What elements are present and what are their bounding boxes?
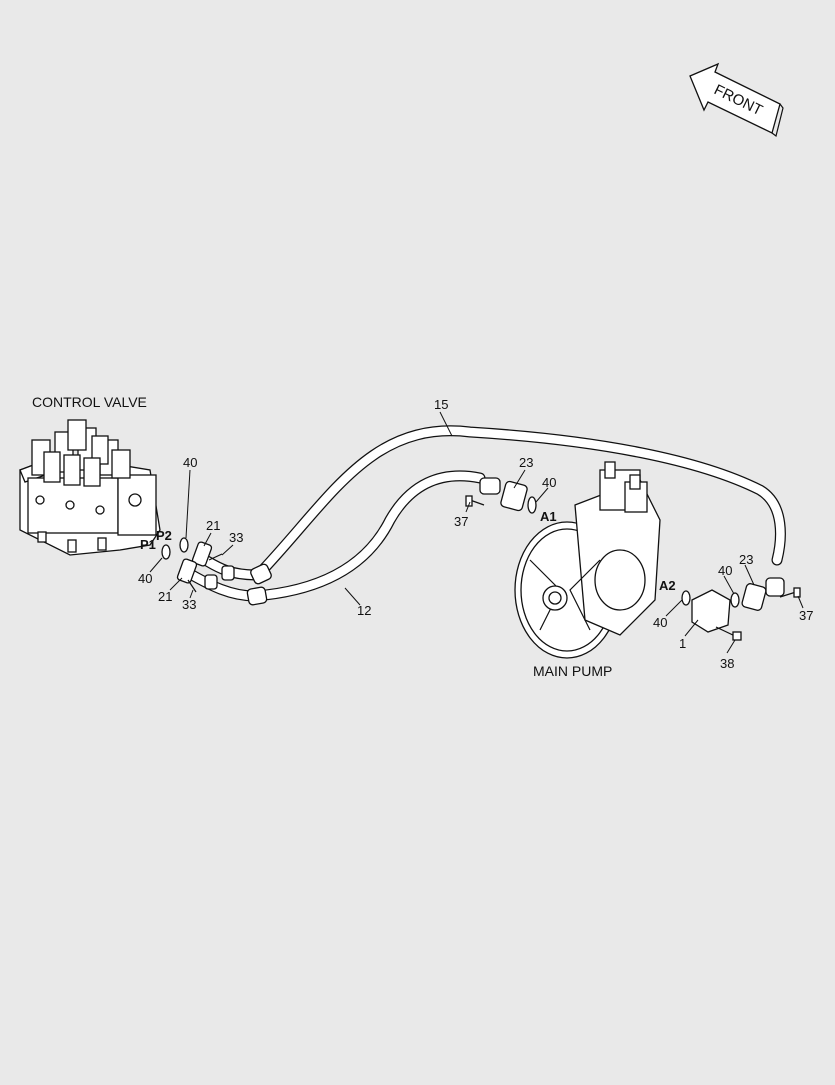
port-a2-label: A2 — [659, 578, 676, 593]
callout-40-a2: 40 — [718, 563, 732, 578]
callout-33-p2: 33 — [229, 530, 243, 545]
valve-side-tubes — [186, 551, 272, 606]
port-p1-label: P1 — [140, 537, 156, 552]
callout-12: 12 — [357, 603, 371, 618]
callout-38: 38 — [720, 656, 734, 671]
a1-fittings — [465, 477, 537, 514]
callout-23-a1: 23 — [519, 455, 533, 470]
callout-40-p2: 40 — [183, 455, 197, 470]
main-pump-label: MAIN PUMP — [533, 663, 612, 679]
callout-40-p1: 40 — [138, 571, 152, 586]
callout-40-a1: 40 — [542, 475, 556, 490]
callout-15: 15 — [434, 397, 448, 412]
callout-21-p1: 21 — [158, 589, 172, 604]
callout-37-a2: 37 — [799, 608, 813, 623]
front-direction-arrow: FRONT — [689, 62, 784, 138]
callout-23-a2: 23 — [739, 552, 753, 567]
callout-37-a1: 37 — [454, 514, 468, 529]
callout-1: 1 — [679, 636, 686, 651]
hose-12 — [249, 470, 486, 602]
a2-fittings — [681, 577, 801, 641]
port-a1-label: A1 — [540, 509, 557, 524]
leader-lines — [149, 411, 804, 654]
hose-15 — [252, 425, 786, 581]
control-valve-drawing — [19, 419, 161, 556]
control-valve-label: CONTROL VALVE — [32, 394, 147, 410]
callout-40-a2-block: 40 — [653, 615, 667, 630]
callout-21-p2: 21 — [206, 518, 220, 533]
p-port-fittings — [161, 537, 223, 593]
main-pump-drawing — [514, 461, 661, 659]
port-p2-label: P2 — [156, 528, 172, 543]
callout-33-p1: 33 — [182, 597, 196, 612]
